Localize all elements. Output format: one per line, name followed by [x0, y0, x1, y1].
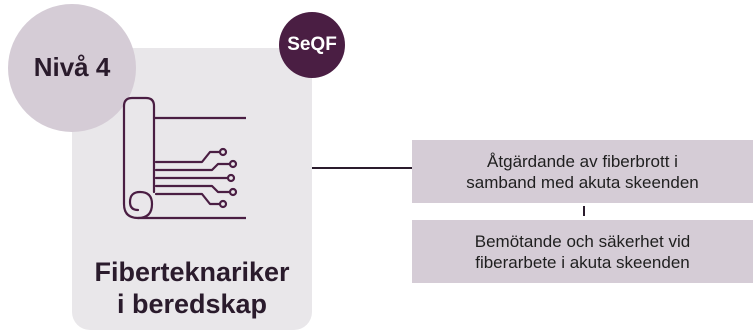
module-1-line-1: Åtgärdande av fiberbrott i — [487, 151, 678, 171]
module-connector — [583, 206, 585, 216]
module-box-1: Åtgärdande av fiberbrott i samband med a… — [412, 140, 753, 203]
seqf-badge-label: SeQF — [287, 34, 337, 55]
title-line-2: i beredskap — [116, 289, 268, 319]
connector-line — [312, 167, 414, 169]
seqf-badge: SeQF — [279, 12, 345, 78]
title-line-1: Fiberteknariker — [94, 257, 290, 287]
module-2-line-1: Bemötande och säkerhet vid — [474, 231, 691, 251]
module-2-line-2: fiberarbete i akuta skeenden — [475, 252, 690, 272]
module-1-line-2: samband med akuta skeenden — [466, 172, 699, 192]
qualification-title: Fiberteknariker i beredskap — [72, 256, 312, 320]
level-label: Nivå 4 — [33, 51, 111, 82]
blueprint-circuit-icon — [122, 96, 246, 220]
level-circle: Nivå 4 — [8, 4, 136, 132]
module-box-2: Bemötande och säkerhet vid fiberarbete i… — [412, 220, 753, 283]
